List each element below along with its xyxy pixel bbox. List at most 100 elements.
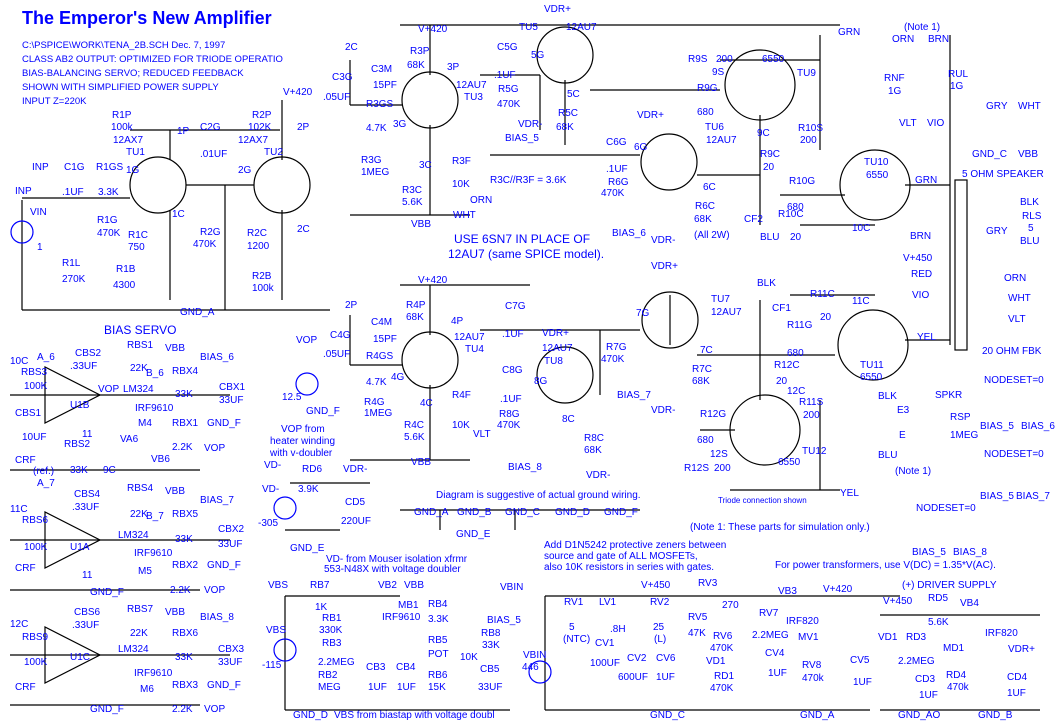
component-label: CV6 [656,653,676,664]
header-note-class: CLASS AB2 OUTPUT: OPTIMIZED FOR TRIODE O… [22,54,283,65]
component-label: GRN [915,175,937,186]
component-label: GND_D [293,710,328,721]
component-label: R2G [200,227,221,238]
component-label: R5G [498,84,519,95]
component-label: C4M [371,317,392,328]
component-label: 5.6K [402,197,423,208]
component-label: RB8 [481,628,501,639]
component-label: 3P [447,62,460,73]
component-label: E3 [897,405,910,416]
component-label: C1G [64,162,85,173]
component-label: GND_C [650,710,685,721]
component-label: VDR+ [1008,644,1035,655]
component-label: source and gate of ALL MOSFETs, [544,551,698,562]
component-label: ORN [892,34,914,45]
component-label: RBS6 [22,515,49,526]
component-label: RBS7 [127,604,154,615]
component-label: VIN [30,207,47,218]
component-label: RD1 [714,671,734,682]
component-label: BIAS SERVO [104,323,176,337]
header-note-input: INPUT Z=220K [22,96,87,107]
component-label: CRF [15,563,36,574]
component-label: RB2 [318,670,338,681]
component-label: RD6 [302,464,322,475]
component-label: 100K [24,542,48,553]
component-label: -115 [262,660,282,671]
component-label: 6G [634,142,648,153]
component-label: VOP [204,585,225,596]
component-label: 1UF [656,672,675,683]
component-label: YEL [840,488,859,499]
component-label: R1GS [96,162,124,173]
component-label: 15PF [373,80,397,91]
component-label: 5 [569,622,575,633]
component-label: GND_C [505,507,540,518]
component-label: TU3 [464,92,483,103]
component-label: VD- [264,460,281,471]
component-label: VDR- [651,235,675,246]
component-label: 2G [238,165,252,176]
component-label: CV4 [765,648,785,659]
component-label: R11S [799,397,824,408]
component-label: R10G [789,176,815,187]
component-label: R4P [406,300,426,311]
component-label: RV5 [688,612,708,623]
component-label: R1P [112,110,132,121]
component-label: VLT [899,118,917,129]
component-label: VA6 [120,434,139,445]
vacuum-tube-symbol [401,71,459,129]
component-label: BIAS_5 [980,421,1014,432]
component-label: TU9 [797,68,816,79]
component-label: R4F [452,390,471,401]
component-label: RV2 [650,597,670,608]
component-label: VB2 [378,580,397,591]
component-label: GND_F [604,507,638,518]
component-label: BIAS_5 [505,133,539,144]
component-label: C3M [371,64,392,75]
component-label: BIAS_6 [200,352,234,363]
component-label: 10UF [22,432,46,443]
component-label: C3G [332,72,353,83]
component-label: 270 [722,600,739,611]
component-label: VBS from biastap with voltage doubl [334,710,495,721]
schematic-title: The Emperor's New Amplifier [22,8,272,28]
component-label: 33K [175,652,193,663]
component-label: RNF [884,73,905,84]
voltage-source-symbol [295,372,319,396]
component-label: RBX1 [172,418,199,429]
component-label: NODESET=0 [916,503,976,514]
component-label: 220UF [341,516,371,527]
component-label: (Note 1) [895,466,931,477]
component-label: 20 [790,232,802,243]
component-label: WHT [453,210,476,221]
component-label: For power transformers, use V(DC) = 1.35… [775,560,996,571]
voltage-source-symbol [528,660,552,684]
component-label: 1200 [247,241,270,252]
component-label: 2P [297,122,310,133]
component-label: GND_F [90,704,124,715]
vacuum-tube-symbol [401,331,459,389]
component-label: GND_B [978,710,1013,721]
component-label: BLK [878,391,897,402]
component-label: R6C [695,201,715,212]
component-label: C4G [330,330,351,341]
output-transformer-symbol [954,179,968,351]
component-label: RBX2 [172,560,199,571]
component-label: VDR+ [651,261,678,272]
component-label: 68K [692,376,710,387]
component-label: .1UF [494,70,516,81]
component-label: CRF [15,682,36,693]
component-label: RV8 [802,660,822,671]
component-label: RD3 [906,632,926,643]
vacuum-tube-symbol [129,156,187,214]
component-label: CB4 [396,662,416,673]
component-label: TU5 [519,22,538,33]
component-label: 68K [406,312,424,323]
component-label: 6550 [860,372,883,383]
component-label: R1C [128,230,148,241]
component-label: 3.3K [98,187,119,198]
component-label: 5 [1028,223,1034,234]
components [10,26,968,684]
component-label: GND_F [306,406,340,417]
component-label: (Note 1) [904,22,940,33]
